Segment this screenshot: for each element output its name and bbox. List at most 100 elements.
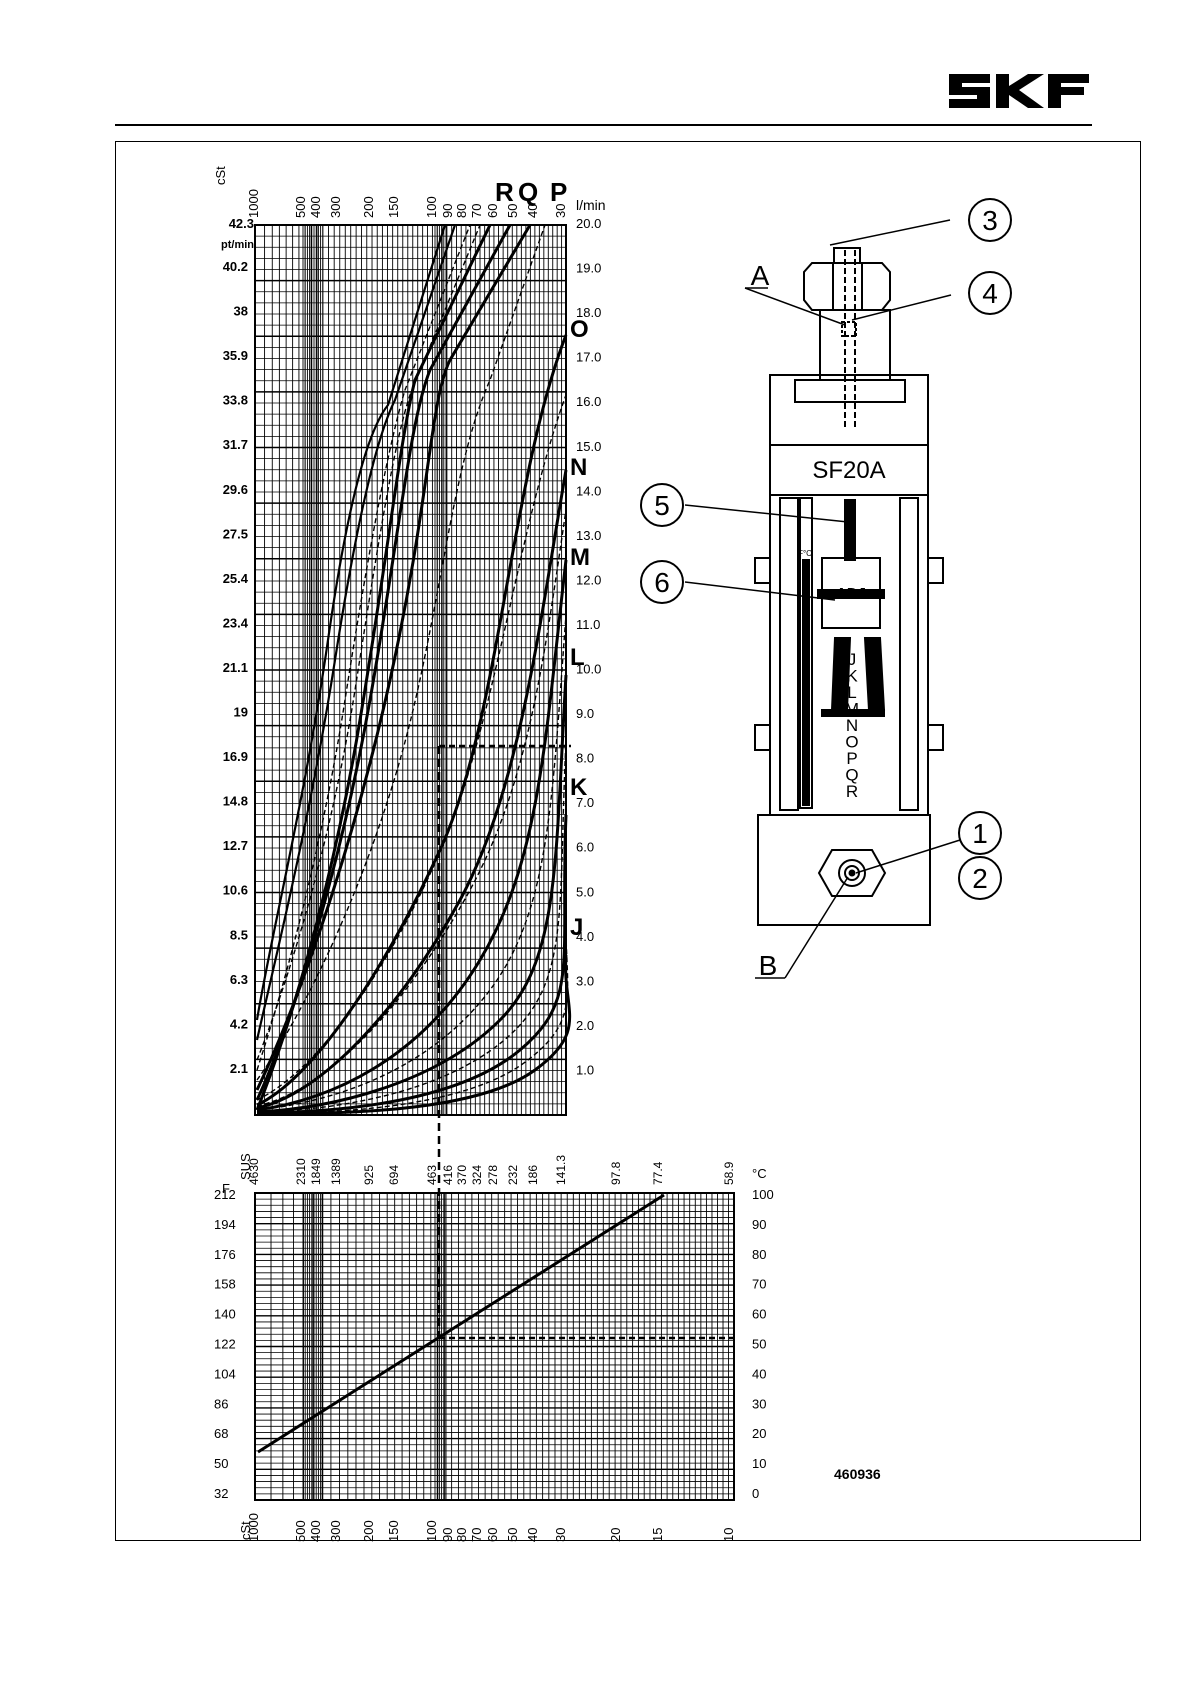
temperature-chart-border [254,1192,735,1501]
flow-left-tick: 40.2 [223,259,248,274]
flow-right-tick: 1.0 [576,1062,594,1077]
flow-right-tick: 19.0 [576,261,601,276]
label-a: A [751,260,770,291]
scale-unit: F°C [798,549,812,558]
flow-left-ticks: 40.23835.933.831.729.627.525.423.421.119… [223,259,249,1076]
temp-sus-tick: 4630 [247,1158,261,1185]
flow-cst-tick: 60 [485,204,500,218]
curve-letter: M [570,544,590,571]
flow-right-tick: 20.0 [576,216,601,231]
temp-f-tick: 32 [214,1486,228,1501]
temp-cst-tick: 15 [650,1528,665,1542]
temp-cst-tick: 400 [308,1520,323,1542]
flow-left-tick: 23.4 [223,615,249,630]
temperature-line [257,1193,665,1454]
temp-c-tick: 80 [752,1247,766,1262]
content-frame [115,141,1141,1541]
flow-right-tick: 16.0 [576,394,601,409]
flow-cst-tick: 80 [454,204,469,218]
thermometer [799,497,813,809]
flow-left-tick: 33.8 [223,393,248,408]
flow-left-tick: 29.6 [223,482,248,497]
top-nut [803,262,891,311]
flow-left-tick: 35.9 [223,348,248,363]
side-bolt [754,724,771,751]
flow-left-tick: 12.7 [223,838,248,853]
temp-cst-tick: 80 [454,1528,469,1542]
adj-label: ADJ [836,585,866,602]
curve-letter: O [570,316,589,343]
flow-curve-thin [256,394,567,1101]
temp-c-tick: 20 [752,1426,766,1441]
flow-cst-tick: 30 [553,204,568,218]
flow-curve-thin [256,224,546,1081]
curve-letter: L [570,644,585,671]
temp-cst-tick: 1000 [246,1513,261,1542]
flow-curve-thin [256,614,567,1111]
flow-right-tick: 9.0 [576,706,594,721]
flow-right-tick: 6.0 [576,840,594,855]
callout-number: 5 [654,490,670,521]
temp-f-tick: 68 [214,1426,228,1441]
flow-left-tick: 2.1 [230,1061,248,1076]
temp-sus-tick: 97.8 [609,1161,623,1185]
flow-curves [255,224,572,1116]
indicator-rod [844,499,856,561]
temp-sus-tick: 58.9 [722,1161,736,1185]
flow-right-tick: 2.0 [576,1018,594,1033]
flow-cst-tick: 50 [505,204,520,218]
callout-circle [958,856,1002,900]
flow-left-tick: 6.3 [230,972,248,987]
flow-right-tick: 11.0 [576,617,600,632]
temp-c-tick: 30 [752,1396,766,1411]
flow-right-tick: 17.0 [576,350,601,365]
scale-letter: J [848,650,857,669]
side-bolt [927,557,944,584]
temp-c-label: °C [752,1166,767,1181]
flow-cst-tick: 500 [293,196,308,218]
temp-c-tick: 70 [752,1277,766,1292]
side-bolt [754,557,771,584]
curve-letter: Q [518,177,538,207]
side-bolt [927,724,944,751]
temp-f-tick: 86 [214,1396,228,1411]
curve-letter: P [550,177,567,207]
scale-letter: L [847,683,856,702]
flow-left-tick: 27.5 [223,526,248,541]
temp-sus-tick: 370 [455,1165,469,1185]
flow-cst-label: cSt [213,166,228,185]
temp-c-tick: 10 [752,1456,766,1471]
flow-right-tick: 15.0 [576,439,601,454]
temp-cst-tick: 150 [386,1520,401,1542]
temp-cst-tick: 200 [361,1520,376,1542]
flow-cst-tick: 70 [469,204,484,218]
flow-right-tick: 8.0 [576,751,594,766]
top-screw [833,247,861,264]
scale-letter: R [846,782,858,801]
flow-left-tick: 16.9 [223,749,248,764]
flow-left-tick: 14.8 [223,794,248,809]
temp-sus-tick: 416 [441,1165,455,1185]
temp-sus-tick: 1849 [309,1158,323,1185]
temp-f-tick: 50 [214,1456,228,1471]
temp-c-tick: 60 [752,1307,766,1322]
port-hex [817,849,887,897]
flow-curve [256,674,568,1114]
temp-cst-tick: 100 [424,1520,439,1542]
curve-letter: N [570,454,587,481]
callout-circle [968,271,1012,315]
skf-logo [949,74,1089,108]
temp-cst-tick: 50 [505,1528,520,1542]
document-number: 460936 [834,1466,881,1482]
flow-left-tick: 21.1 [223,660,248,675]
curve-letter: J [570,914,583,941]
callout-number: 1 [972,818,988,849]
header-rule [115,124,1092,126]
temp-cst-tick: 30 [553,1528,568,1542]
scale-letter: O [845,733,858,752]
flow-cst-tick: 100 [424,196,439,218]
temp-sus-tick: 77.4 [651,1161,665,1185]
